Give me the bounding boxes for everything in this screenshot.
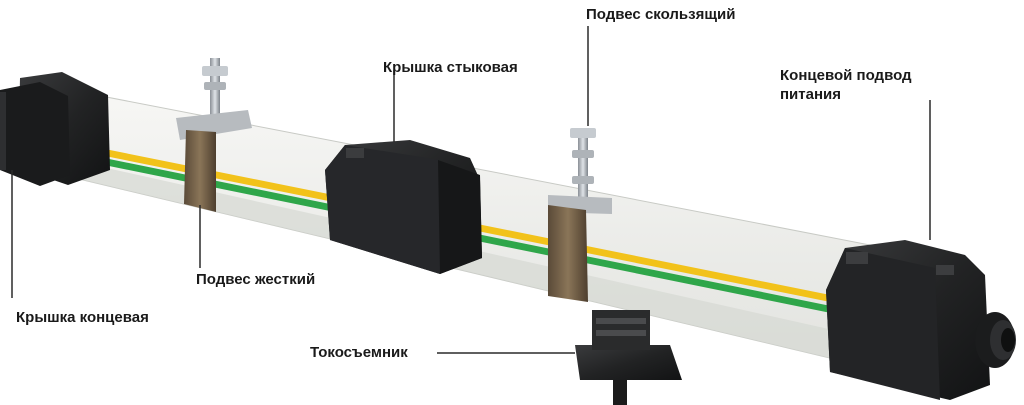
- label-rigid-hanger: Подвес жесткий: [196, 271, 316, 288]
- label-joint-cover: Крышка стыковая: [383, 59, 518, 76]
- end-cap-icon: [0, 72, 110, 186]
- label-sliding-hanger: Подвес скользящий: [586, 6, 736, 23]
- end-feed-icon: [826, 240, 1016, 400]
- leader-lines: [11, 26, 931, 354]
- joint-cover-icon: [325, 140, 482, 274]
- label-end-feed: Концевой подвод питания: [780, 67, 912, 103]
- rigid-hanger-icon: [176, 58, 252, 212]
- label-end-cap: Крышка концевая: [16, 309, 149, 326]
- current-collector-icon: [575, 310, 682, 405]
- sliding-hanger-icon: [548, 128, 612, 302]
- label-collector: Токосъемник: [310, 344, 408, 361]
